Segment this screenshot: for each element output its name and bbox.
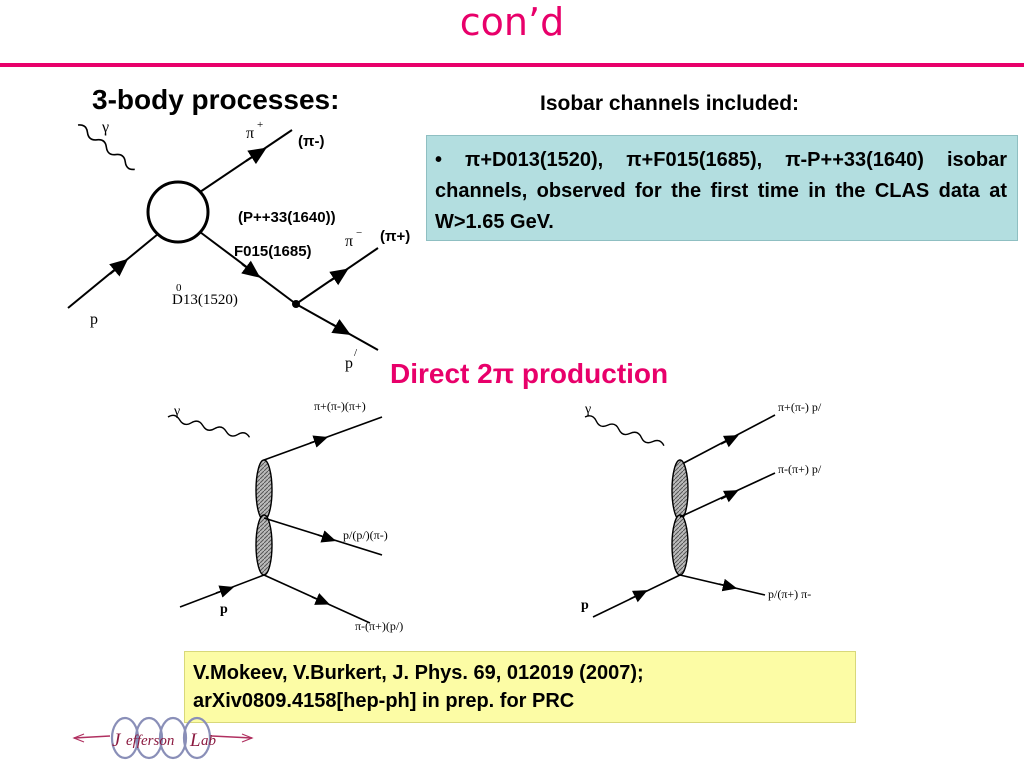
- svg-text:γ: γ: [584, 402, 591, 417]
- photon-line: [77, 124, 135, 171]
- alt-p33-label: (P++33(1640)): [238, 209, 336, 226]
- exchange-blob-bottom: [671, 514, 689, 576]
- isobar-text: • π+D013(1520), π+F015(1685), π-P++33(16…: [435, 149, 1007, 233]
- alt-f15-label: F015(1685): [234, 243, 312, 260]
- svg-text:ab: ab: [201, 733, 217, 749]
- title-divider: [0, 63, 1024, 67]
- photon-line: [584, 415, 665, 447]
- proton-label: p: [90, 311, 98, 328]
- left-top-label: π+(π-)(π+): [314, 399, 366, 413]
- left-middle-label: p/(p/)(π-): [343, 528, 388, 542]
- alt-pi-minus-label: (π-): [298, 133, 325, 150]
- svg-text:/: /: [354, 347, 358, 359]
- exchange-blob-top: [671, 459, 689, 521]
- pi-plus-label: π: [246, 125, 254, 142]
- isobar-box: • π+D013(1520), π+F015(1685), π-P++33(16…: [426, 135, 1018, 241]
- reference-line-1: V.Mokeev, V.Burkert, J. Phys. 69, 012019…: [193, 662, 644, 684]
- d13-label: D13(1520): [172, 292, 238, 308]
- direct-diagram-right: γ π+(π-) p/ π-(π+) p/ p p/(π+) π-: [581, 400, 822, 618]
- photon-line: [167, 414, 251, 438]
- svg-text:p: p: [581, 598, 589, 613]
- right-bottom-label: p/(π+) π-: [768, 587, 811, 601]
- p-prime-label: p: [345, 355, 353, 372]
- reference-box: V.Mokeev, V.Burkert, J. Phys. 69, 012019…: [184, 651, 856, 723]
- svg-text:0: 0: [176, 282, 182, 294]
- reference-text: V.Mokeev, V.Burkert, J. Phys. 69, 012019…: [193, 659, 644, 715]
- left-bottom-label: π-(π+)(p/): [355, 619, 403, 633]
- isobar-heading: Isobar channels included:: [540, 92, 800, 115]
- svg-text:+: +: [257, 119, 263, 131]
- svg-text:L: L: [189, 730, 201, 751]
- svg-text:p: p: [220, 602, 228, 617]
- interaction-blob: [146, 180, 210, 244]
- svg-text:−: −: [356, 227, 362, 239]
- reference-line-2: arXiv0809.4158[hep-ph] in prep. for PRC: [193, 690, 575, 712]
- exchange-blob-top: [255, 459, 273, 521]
- svg-text:γ: γ: [173, 404, 180, 419]
- right-middle-label: π-(π+) p/: [778, 462, 822, 476]
- direct-diagram-left: γ π+(π-)(π+) p/(p/)(π-) p π-(π+)(p/): [167, 399, 403, 633]
- slide-title: con’d: [459, 0, 565, 44]
- svg-text:J: J: [112, 730, 122, 751]
- gamma-label: γ: [101, 119, 109, 136]
- exchange-blob-bottom: [255, 514, 273, 576]
- jefferson-lab-logo: J efferson L ab: [72, 716, 254, 760]
- three-body-heading: 3-body processes:: [92, 84, 340, 115]
- direct-production-heading: Direct 2π production: [390, 358, 669, 389]
- alt-pi-plus-label: (π+): [380, 228, 411, 245]
- svg-text:efferson: efferson: [126, 733, 174, 749]
- three-body-diagram: γ π + π − p p / 0 D13(1520): [67, 119, 379, 372]
- pi-minus-label: π: [345, 233, 353, 250]
- right-top-label: π+(π-) p/: [778, 400, 822, 414]
